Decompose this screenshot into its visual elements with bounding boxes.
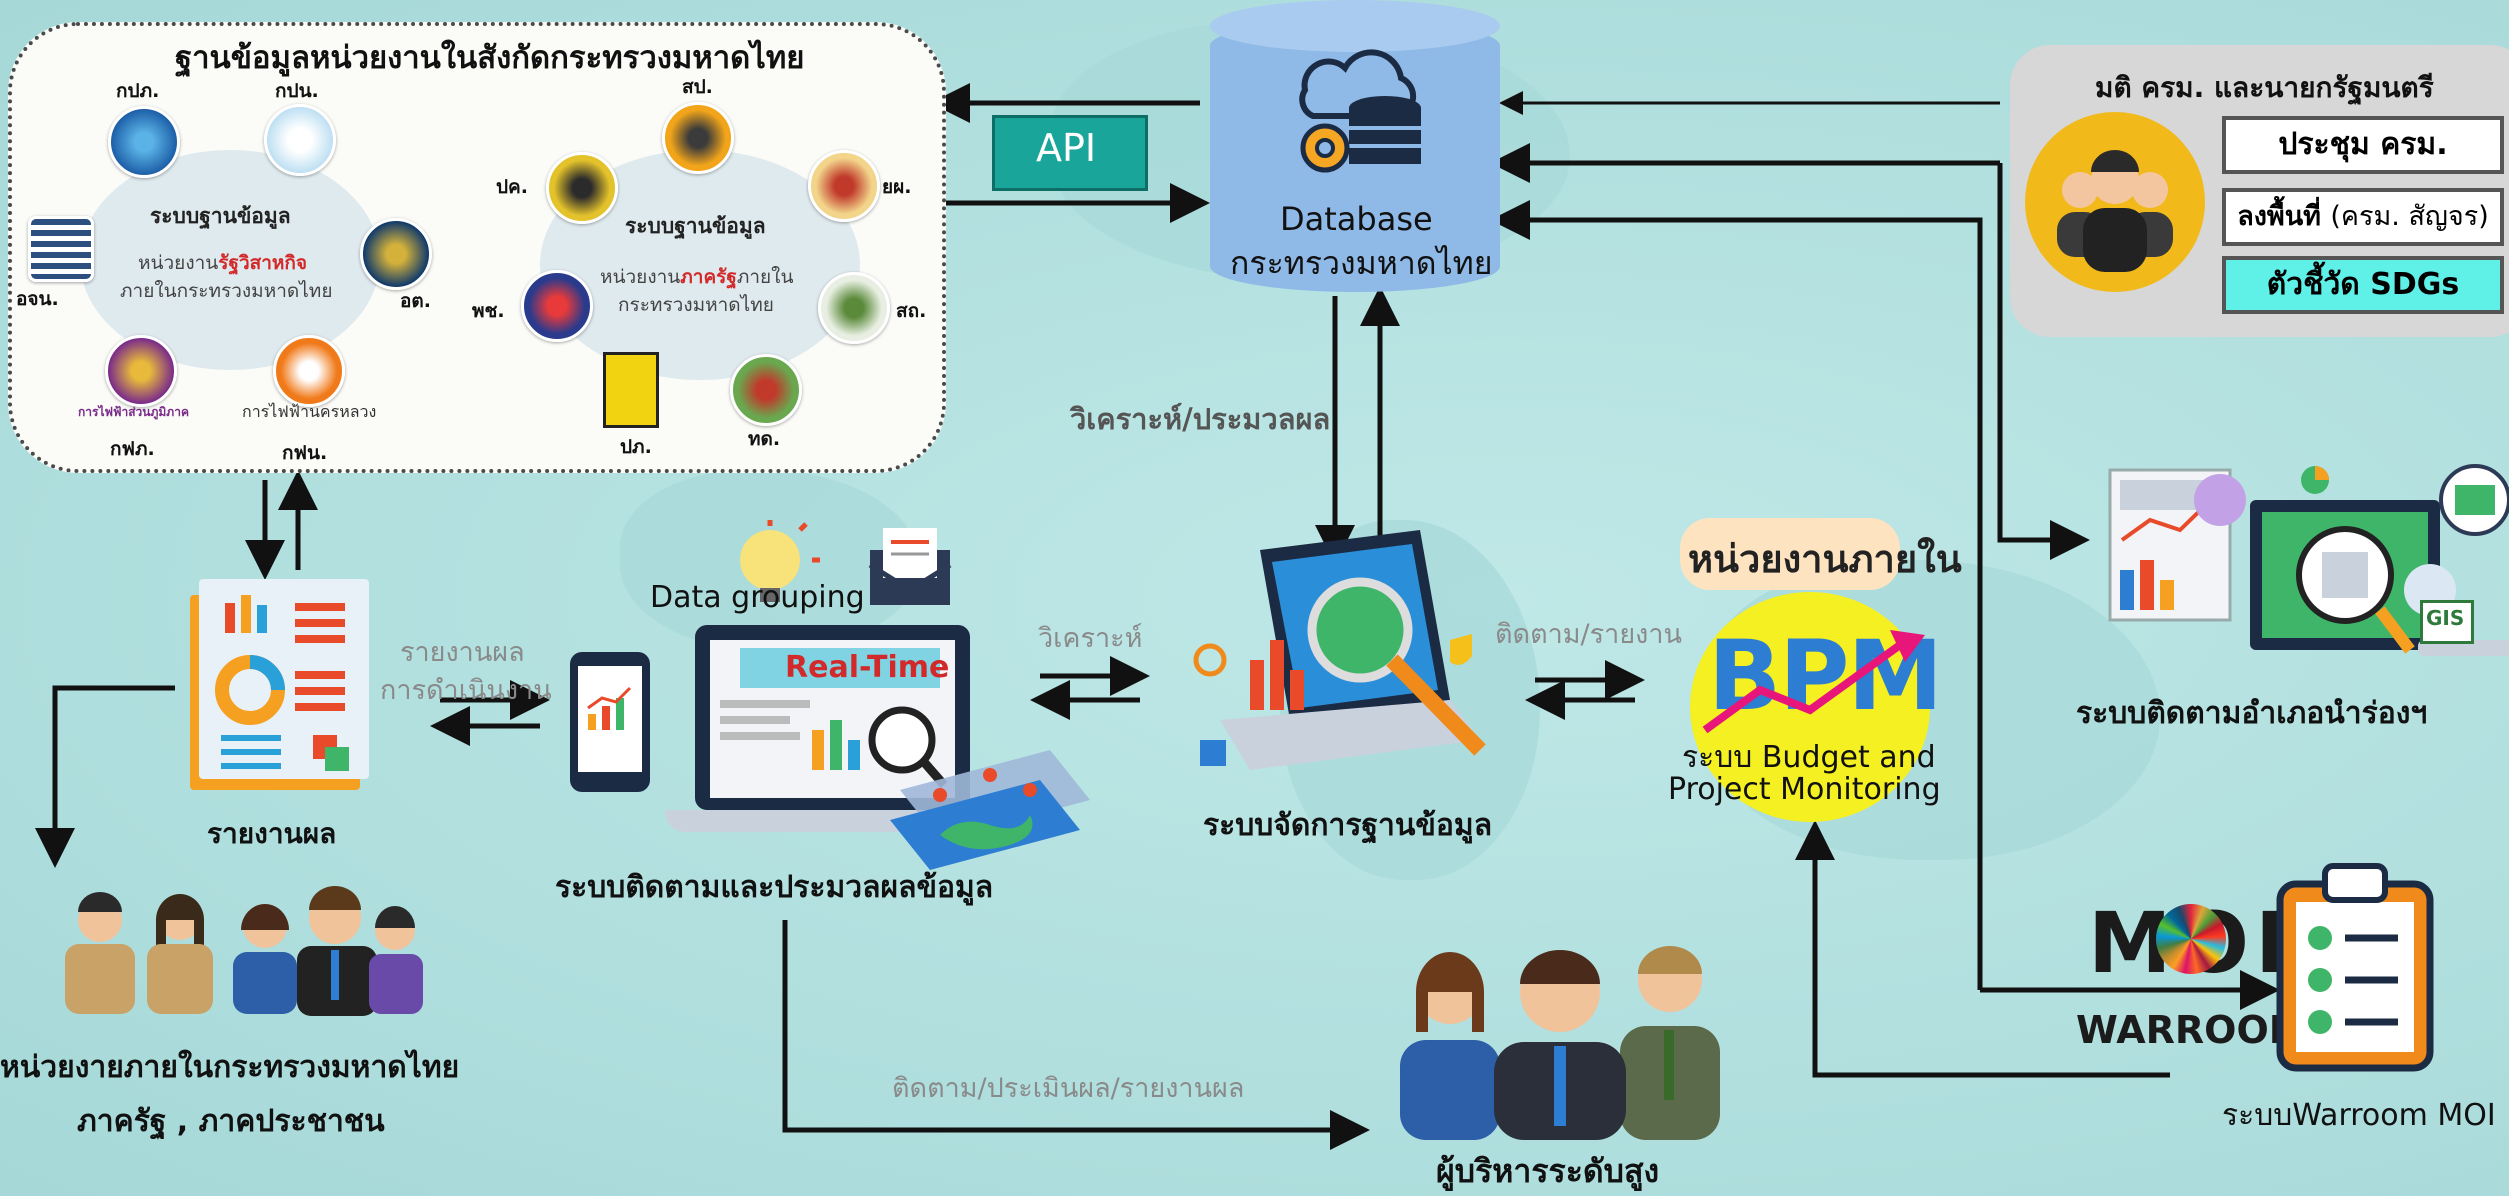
mwa-logo-icon <box>264 104 336 176</box>
logo-label: ยผ. <box>882 176 912 198</box>
visit-note: (ครม. สัญจร) <box>2330 201 2489 232</box>
gov-db-heading: ระบบฐานข้อมูล <box>625 214 766 238</box>
sdg-indicator-item: ตัวชี้วัด SDGs <box>2222 256 2504 314</box>
executives-group-icon <box>1400 946 1720 1140</box>
bpm-label-line1: ระบบ Budget and <box>1682 740 1936 775</box>
line-suffix: ภายใน <box>736 266 794 288</box>
internal-unit-label: หน่วยงานภายใน <box>1688 537 1962 581</box>
visit-text: ลงพื้นที่ <box>2237 201 2321 232</box>
gis-label: GIS <box>2426 606 2465 630</box>
report-document-icon <box>190 579 369 790</box>
line-prefix: หน่วยงาน <box>600 266 681 288</box>
line-highlight: ภาครัฐ <box>680 266 737 288</box>
users-group-icon <box>65 886 423 1016</box>
database-sublabel: กระทรวงมหาดไทย <box>1230 244 1493 282</box>
pilot-district-label: ระบบติดตามอำเภอนำร่องฯ <box>2076 696 2428 731</box>
realtime-label: Real-Time <box>785 650 950 685</box>
cabinet-visit-item: ลงพื้นที่ (ครม. สัญจร) <box>2222 188 2504 246</box>
sdg-wheel-icon <box>2156 904 2226 974</box>
cabinet-meeting-item: ประชุม ครม. <box>2222 116 2504 174</box>
pilot-district-dashboard-icon <box>2108 464 2509 656</box>
dla-logo-icon <box>818 272 890 344</box>
state-db-line1: หน่วยงานรัฐวิสาหกิจ <box>138 248 307 278</box>
realtime-banner <box>740 648 940 688</box>
warroom-label: ระบบWarroom MOI <box>2222 1098 2496 1133</box>
users-label-line1: หน่วยงายภายในกระทรวงมหาดไทย <box>0 1050 460 1085</box>
ops-logo-icon <box>662 102 734 174</box>
analysis-process-label: วิเคราะห์/ประมวลผล <box>1070 402 1331 436</box>
email-envelope-icon <box>868 528 952 605</box>
bpm-trend-arrow-icon <box>1702 630 1925 734</box>
evaluation-label: ติดตาม/ประเมินผล/รายงานผล <box>892 1073 1245 1104</box>
mea-logo-icon <box>273 335 345 407</box>
phone-chart-icon <box>587 686 632 730</box>
lightbulb-icon <box>740 520 820 602</box>
mkt-org-logo-icon <box>360 218 432 290</box>
report-label: รายงานผล <box>207 817 337 850</box>
report-arrow-label-2: การดำเนินงาน <box>380 675 552 706</box>
db-management-label: ระบบจัดการฐานข้อมูล <box>1203 808 1493 843</box>
state-enterprise-cloud <box>80 150 380 370</box>
logo-label: กฟน. <box>282 442 328 464</box>
database-label: Database <box>1280 200 1433 238</box>
map-layers-icon <box>890 750 1090 870</box>
logo-label: อต. <box>400 290 431 312</box>
internal-unit-badge <box>1680 518 1900 590</box>
database-management-laptop-icon <box>1193 530 1486 770</box>
state-db-line2: ภายในกระทรวงมหาดไทย <box>120 280 333 302</box>
state-db-heading: ระบบฐานข้อมูล <box>150 204 291 228</box>
bpm-label-line2: Project Monitoring <box>1668 772 1941 807</box>
line-highlight: รัฐวิสาหกิจ <box>218 252 308 274</box>
data-grouping-label: Data grouping <box>650 580 865 615</box>
warroom-subtitle: WARROOM <box>2076 1008 2307 1052</box>
logo-label: สถ. <box>896 300 927 322</box>
logo-label: ปภ. <box>620 436 652 458</box>
api-label: API <box>1036 126 1097 170</box>
logo-label: กปภ. <box>116 80 160 102</box>
wma-logo-icon <box>28 216 94 282</box>
cabinet-people-icon <box>2025 112 2205 292</box>
logo-label: ปค. <box>496 176 528 198</box>
gov-db-line1: หน่วยงานภาครัฐภายใน <box>600 262 793 292</box>
monitoring-system-label: ระบบติดตามและประมวลผลข้อมูล <box>555 870 994 905</box>
pea-logo-icon <box>105 335 177 407</box>
line-prefix: หน่วยงาน <box>138 252 219 274</box>
logo-label: สป. <box>682 76 713 98</box>
logo-label: กฟภ. <box>110 438 155 460</box>
logo-label: อจน. <box>16 288 59 310</box>
cabinet-title: มติ ครม. และนายกรัฐมนตรี <box>2095 71 2434 104</box>
gov-db-line2: กระทรวงมหาดไทย <box>618 294 774 316</box>
cloud-database-gear-icon <box>1299 49 1421 173</box>
logo-label: กปน. <box>275 80 319 102</box>
mea-caption: การไฟฟ้านครหลวง <box>242 402 377 421</box>
checklist-clipboard-icon <box>2276 863 2434 1072</box>
users-label-line2: ภาครัฐ , ภาคประชาชน <box>77 1104 385 1139</box>
dol-logo-icon <box>730 354 802 426</box>
logo-label: ทด. <box>748 428 781 450</box>
analyze-label: วิเคราะห์ <box>1038 623 1143 654</box>
api-box <box>992 115 1148 191</box>
pea-caption: การไฟฟ้าส่วนภูมิภาค <box>78 405 189 419</box>
dashboard-charts-icon <box>720 700 948 788</box>
panel-title: ฐานข้อมูลหน่วยงานในสังกัดกระทรวงมหาดไทย <box>175 40 805 76</box>
dpt-logo-icon <box>808 150 880 222</box>
track-report-label: ติดตาม/รายงาน <box>1495 619 1682 650</box>
ddpm-logo-icon <box>603 352 659 428</box>
dopa-logo-icon <box>546 152 618 224</box>
executives-label: ผู้บริหารระดับสูง <box>1436 1152 1660 1190</box>
database-cylinder-top <box>1210 0 1500 52</box>
report-arrow-label-1: รายงานผล <box>400 637 525 668</box>
cdd-logo-icon <box>521 270 593 342</box>
pwa-logo-icon <box>108 106 180 178</box>
gis-badge <box>2420 600 2474 644</box>
logo-label: พช. <box>472 300 505 322</box>
